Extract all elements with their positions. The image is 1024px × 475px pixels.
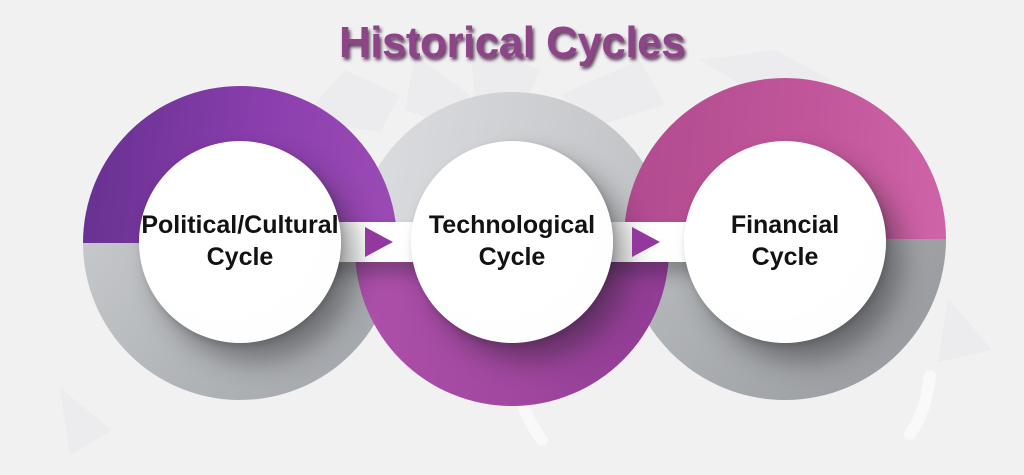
node-technological-cycle: Technological Cycle bbox=[411, 141, 613, 343]
node-label: Technological Cycle bbox=[428, 211, 596, 271]
node-financial-cycle: Financial Cycle bbox=[684, 141, 886, 343]
node-label: Financial Cycle bbox=[730, 211, 840, 271]
page-title: Historical Cycles bbox=[338, 18, 686, 67]
arrow-right-icon bbox=[632, 227, 660, 257]
node-political-cultural-cycle: Political/Cultural Cycle bbox=[139, 141, 341, 343]
node-label: Political/Cultural Cycle bbox=[141, 211, 339, 271]
arrow-right-icon bbox=[365, 227, 393, 257]
